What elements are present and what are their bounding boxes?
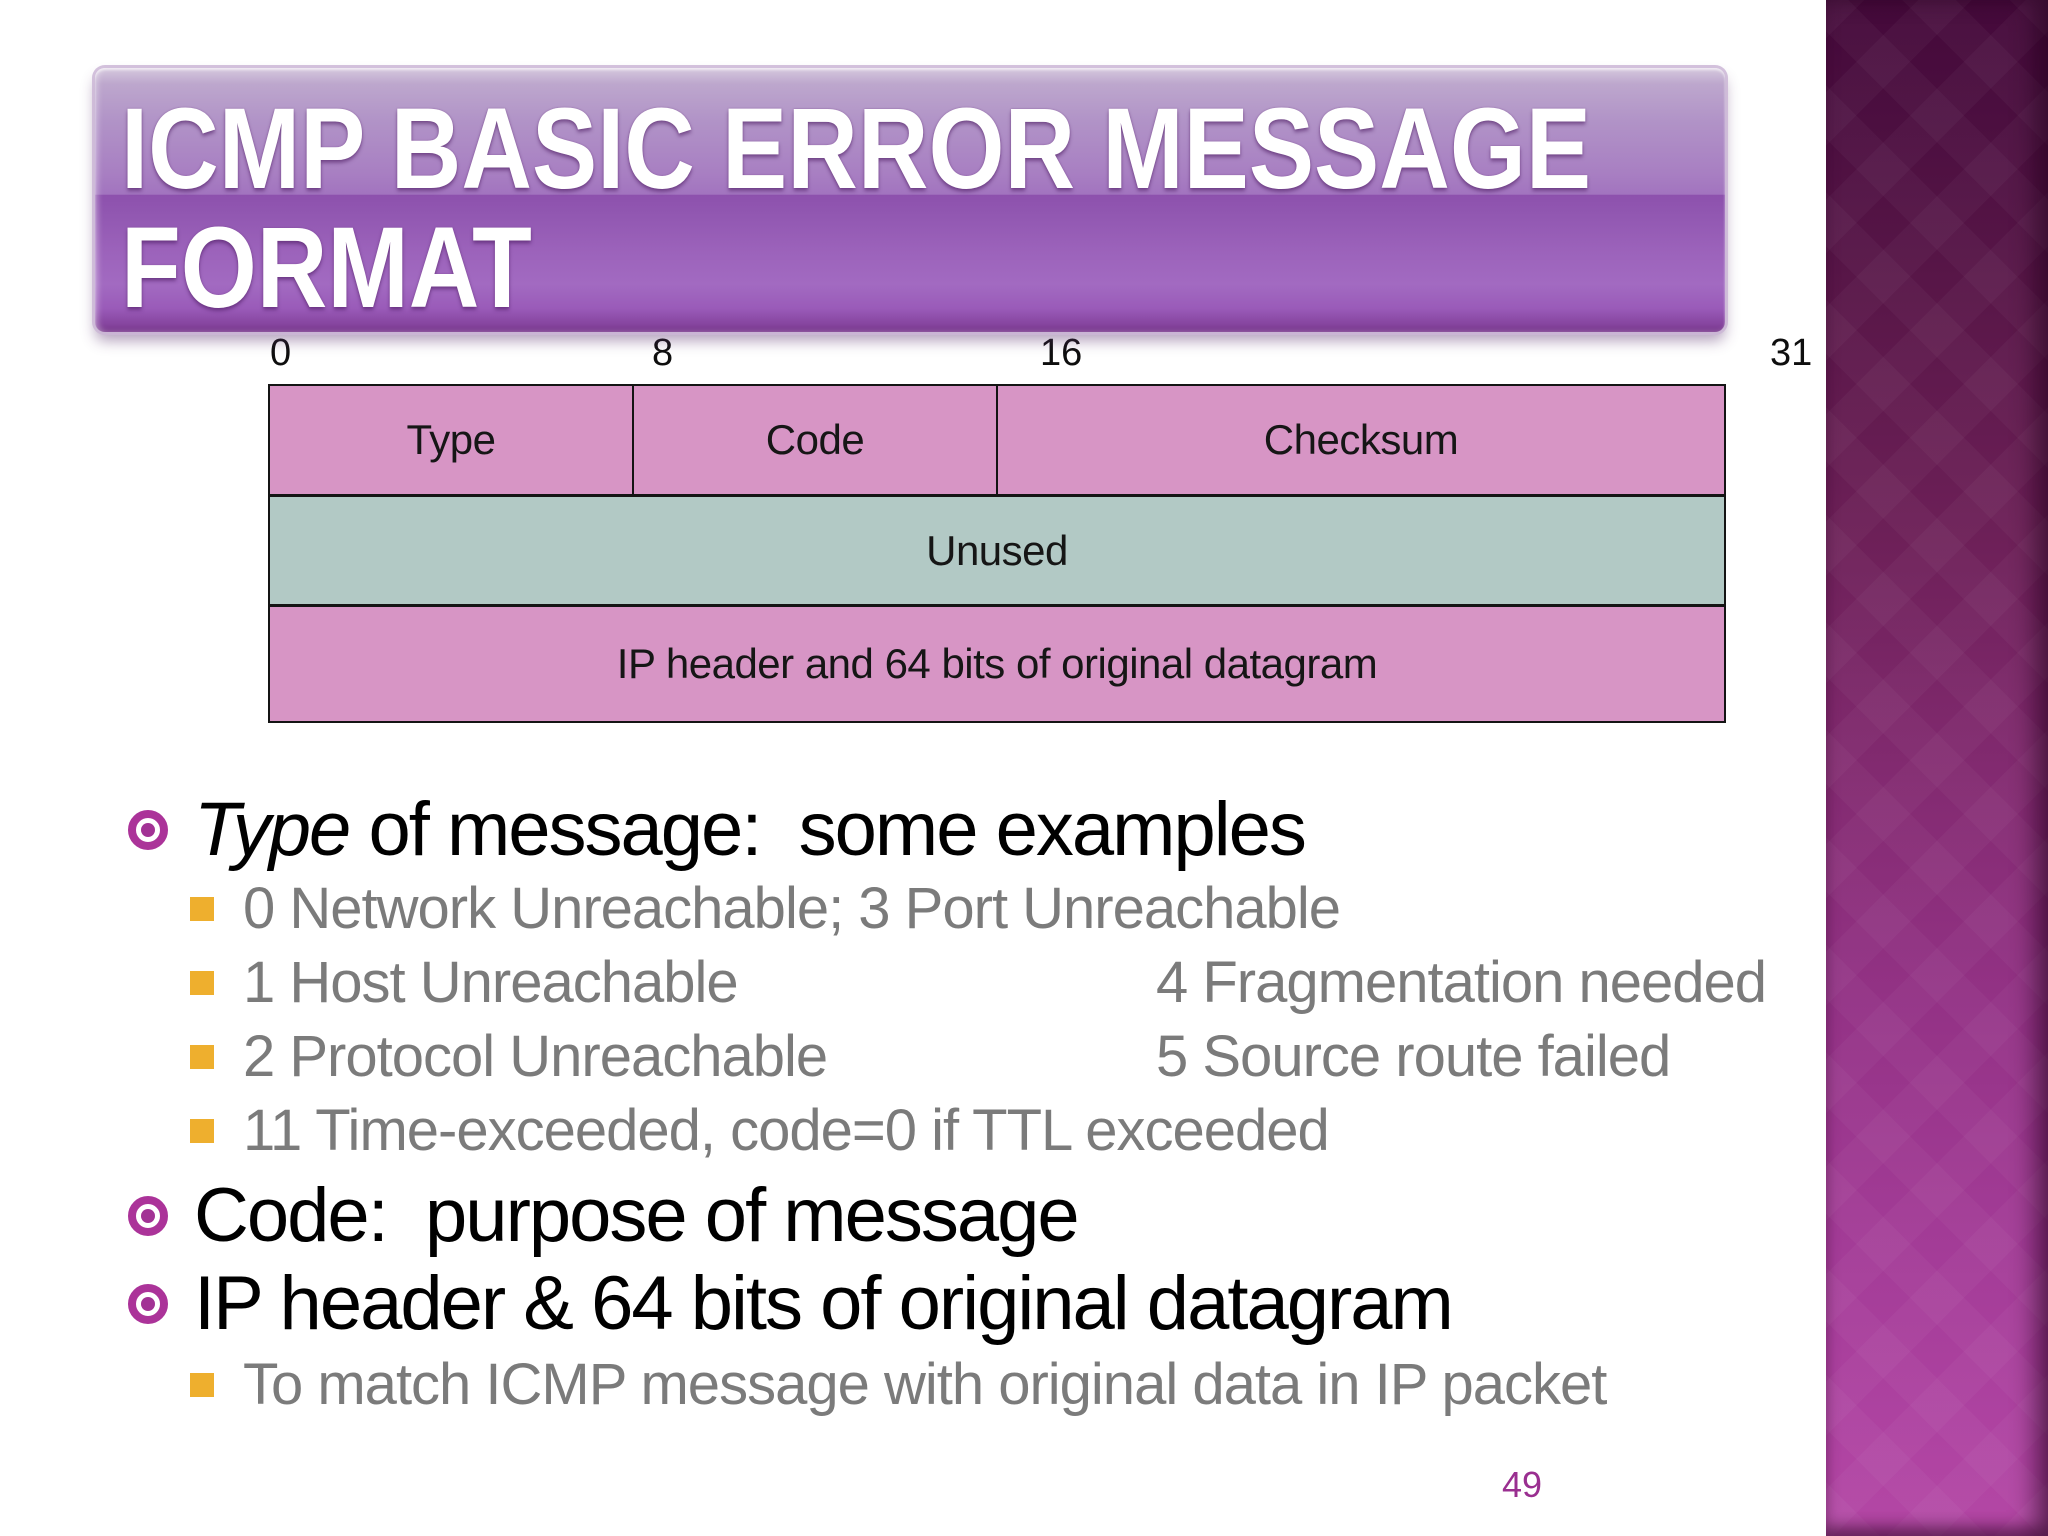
square-bullet-icon [190, 1119, 214, 1143]
square-bullet-icon [190, 971, 214, 995]
bullet-sub-columns: 1 Host Unreachable 4 Fragmentation needed [243, 946, 1767, 1020]
bullet-main-type: Type of message: some examples [128, 782, 1307, 878]
bullet-sub-time-exceeded: 11 Time-exceeded, code=0 if TTL exceeded [190, 1094, 1330, 1168]
cell-ip-header: IP header and 64 bits of original datagr… [270, 607, 1724, 721]
bit-label-0: 0 [270, 332, 292, 374]
circle-bullet-icon [128, 1196, 168, 1236]
bullet-sub-left: 2 Protocol Unreachable [243, 1024, 828, 1089]
bullet-sub-text: 0 Network Unreachable; 3 Port Unreachabl… [243, 876, 1341, 941]
table-row-ip-header: IP header and 64 bits of original datagr… [270, 604, 1724, 721]
square-bullet-icon [190, 897, 214, 921]
bit-label-31: 31 [1770, 332, 1813, 374]
bullet-sub-text: 11 Time-exceeded, code=0 if TTL exceeded [243, 1098, 1330, 1163]
title-line-1: ICMP BASIC ERROR MESSAGE [121, 85, 1592, 213]
bullet-sub-protocol-unreachable: 2 Protocol Unreachable 5 Source route fai… [190, 1020, 1671, 1094]
bit-label-16: 16 [1040, 332, 1083, 374]
accent-sidebar [1826, 0, 2048, 1536]
bullet-sub-text: To match ICMP message with original data… [243, 1352, 1607, 1417]
title-bar: ICMP BASIC ERROR MESSAGE FORMAT [95, 68, 1725, 332]
page-number: 49 [1502, 1464, 1543, 1505]
bullet-sub-left: 1 Host Unreachable [243, 950, 739, 1015]
bullet-main-code: Code: purpose of message [128, 1168, 1080, 1264]
bullet-sub-network-unreachable: 0 Network Unreachable; 3 Port Unreachabl… [190, 872, 1341, 946]
bullet-sub-right: 4 Fragmentation needed [1156, 950, 1767, 1015]
bullet-main-text: Code: purpose of message [194, 1173, 1080, 1258]
slide-title: ICMP BASIC ERROR MESSAGE FORMAT [121, 90, 1591, 328]
cell-type: Type [270, 386, 632, 494]
bullet-sub-match-icmp: To match ICMP message with original data… [190, 1348, 1607, 1422]
title-line-2: FORMAT [121, 204, 532, 332]
square-bullet-icon [190, 1373, 214, 1397]
icmp-format-table: Type Code Checksum Unused IP header and … [268, 384, 1726, 723]
cell-unused: Unused [270, 497, 1724, 604]
bullet-sub-right: 5 Source route failed [1156, 1024, 1671, 1089]
bullet-main-ip-header: IP header & 64 bits of original datagram [128, 1256, 1454, 1352]
square-bullet-icon [190, 1045, 214, 1069]
bullet-main-type-text: Type of message: some examples [194, 782, 1307, 878]
circle-bullet-icon [128, 1284, 168, 1324]
bullet-type-italic: Type [194, 787, 351, 872]
bullet-type-rest: of message: some examples [349, 787, 1306, 872]
bullet-sub-host-unreachable: 1 Host Unreachable 4 Fragmentation needed [190, 946, 1767, 1020]
circle-bullet-icon [128, 810, 168, 850]
table-row-unused: Unused [270, 494, 1724, 604]
bullet-main-text: IP header & 64 bits of original datagram [194, 1261, 1454, 1346]
cell-code: Code [632, 386, 996, 494]
bullet-sub-columns: 2 Protocol Unreachable 5 Source route fai… [243, 1020, 1671, 1094]
cell-checksum: Checksum [996, 386, 1724, 494]
table-row-header-fields: Type Code Checksum [270, 386, 1724, 494]
bit-label-8: 8 [652, 332, 674, 374]
